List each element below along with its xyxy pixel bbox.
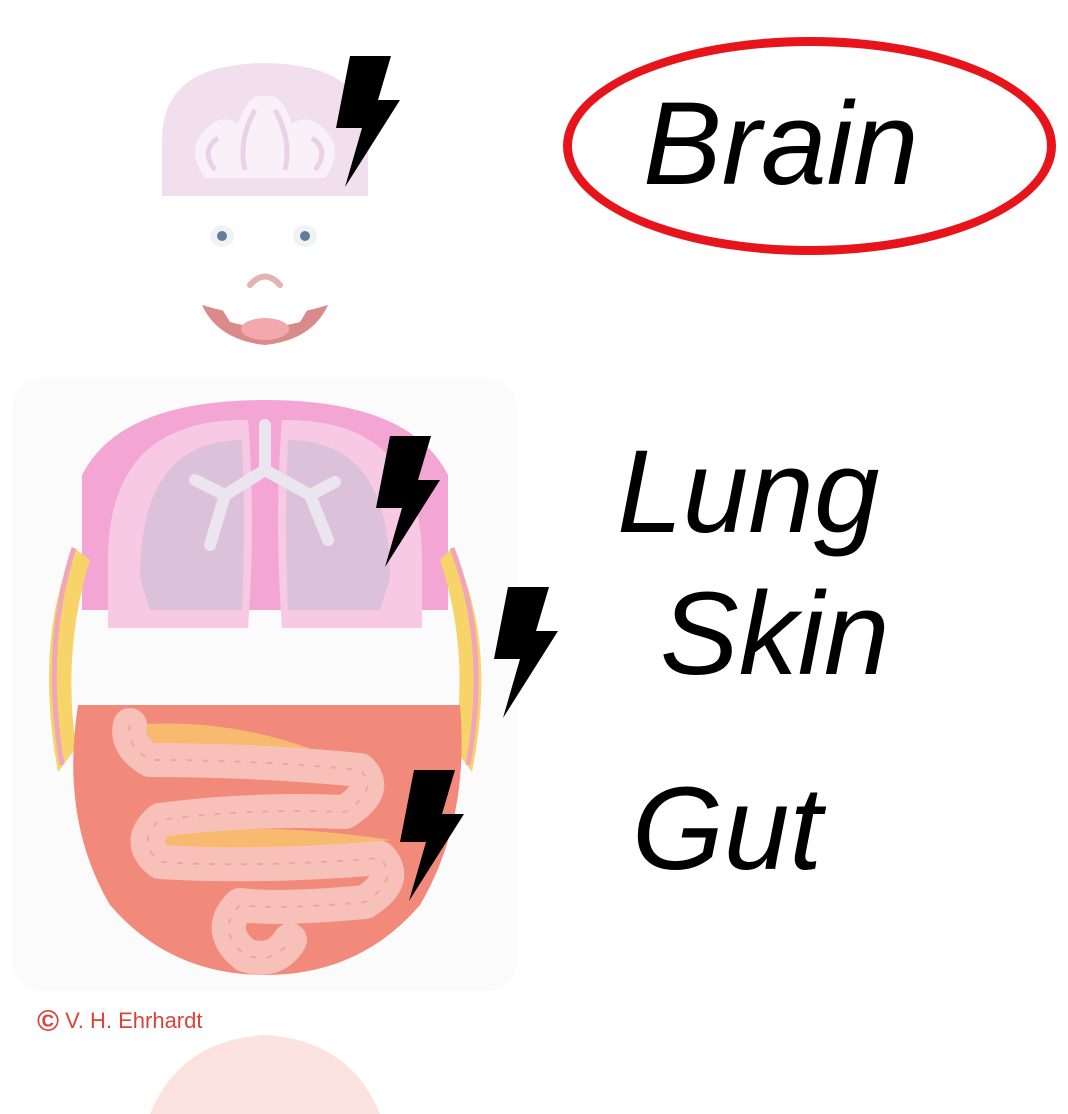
brain-illustration bbox=[162, 63, 368, 196]
copyright-symbol: © bbox=[37, 1005, 59, 1038]
copyright-author: V. H. Ehrhardt bbox=[65, 1008, 202, 1033]
lung-illustration bbox=[82, 400, 448, 628]
reflection bbox=[150, 1035, 380, 1114]
gut-label: Gut bbox=[632, 770, 822, 888]
brain-label: Brain bbox=[643, 85, 918, 203]
skin-label: Skin bbox=[660, 575, 890, 693]
lung-label: Lung bbox=[617, 433, 880, 551]
copyright-notice: ©V. H. Ehrhardt bbox=[37, 1005, 202, 1039]
face-illustration bbox=[202, 225, 328, 345]
